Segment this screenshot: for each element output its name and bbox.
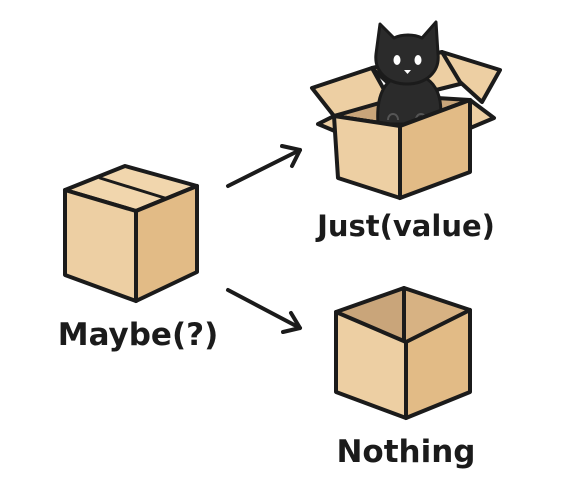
arrow-to-just xyxy=(226,144,302,188)
nothing-label: Nothing xyxy=(336,434,475,470)
just-box-front xyxy=(316,98,496,200)
cat-head xyxy=(374,20,440,86)
maybe-box-right xyxy=(134,184,199,303)
just-label: Just(value) xyxy=(315,209,495,243)
arrow-to-nothing xyxy=(226,288,302,334)
cat-nose xyxy=(404,70,411,74)
just-box-right-flap xyxy=(440,50,502,104)
nothing-box-right-face xyxy=(404,308,472,420)
just-box-left-face xyxy=(332,114,402,200)
cat-paw-left xyxy=(387,113,399,121)
maybe-box-left xyxy=(63,188,138,303)
just-box-right-face xyxy=(398,98,472,200)
maybe-box-tape xyxy=(98,176,170,201)
maybe-label: Maybe(?) xyxy=(58,317,219,353)
cat-eye-left xyxy=(393,55,401,65)
cat-eye-right xyxy=(414,55,422,65)
cat-icon xyxy=(374,20,443,126)
nothing-box xyxy=(334,286,472,420)
maybe-box xyxy=(63,164,199,303)
